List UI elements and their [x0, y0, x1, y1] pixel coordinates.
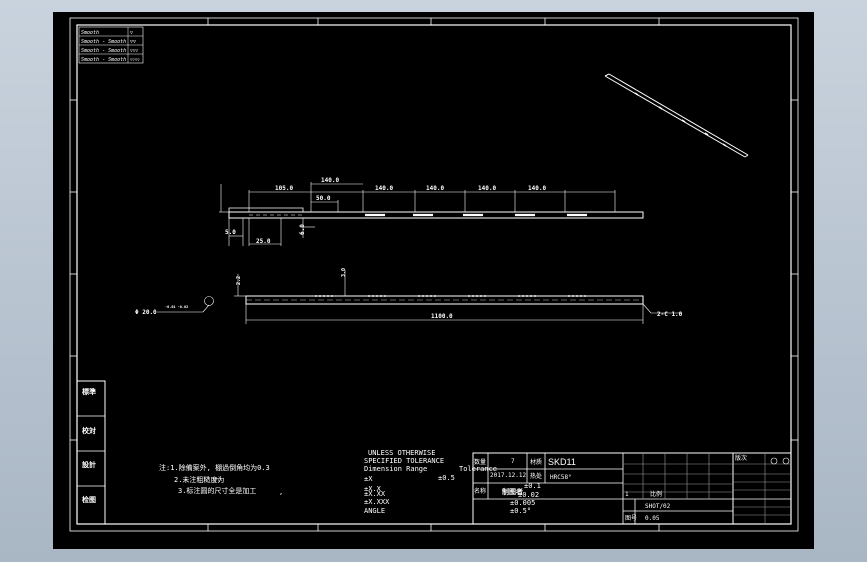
tol-range-5: ANGLE [364, 507, 385, 515]
p2-dim-dia: Φ 20.0 [135, 309, 157, 316]
approval-label-3: 設計 [82, 460, 96, 469]
p1-dim-140c: 140.0 [426, 185, 444, 192]
tb-code: 0.05 [645, 515, 660, 522]
layer-row-2: Smooth - Smooth [81, 39, 126, 45]
tol-range-2: ±X.X [364, 485, 382, 493]
cad-viewport[interactable]: Smooth Smooth - Smooth Smooth - Smooth S… [53, 12, 814, 549]
p2-dim-length: 1100.0 [431, 313, 453, 320]
approval-label-1: 標準 [82, 387, 96, 396]
tb-date: 2017.12.12 [490, 472, 527, 479]
note-3: 3.标注圆的尺寸全是加工 [178, 486, 256, 495]
tol-value-2: ±0.1 [524, 482, 541, 490]
p1-dim-50: 50.0 [316, 195, 331, 202]
layer-mark-2: ▽▽ [130, 39, 136, 45]
frame-ticks [70, 18, 798, 531]
note-1: 注:1.除備案外, 棚過倒角均为0.3 [159, 463, 270, 472]
tol-value-1: ±0.5 [438, 474, 455, 482]
p2-dim-h1: 2.2 [236, 276, 242, 285]
tol-title-1: UNLESS OTHERWISE [368, 449, 435, 457]
p1-dim-5: 5.0 [225, 229, 236, 236]
tb-material: SKD11 [548, 457, 576, 467]
note-tail: , [279, 488, 283, 496]
tb-qty: 7 [511, 458, 515, 465]
note-2-mark: ▽▽ [213, 476, 222, 484]
p2-dim-h2: 3.0 [341, 268, 347, 277]
p2-dim-chamfer: 2-C 1.0 [657, 311, 683, 318]
tol-title-2: SPECIFIED TOLERANCE [364, 457, 444, 465]
tb-code-label: 图号 [625, 515, 637, 522]
tb-process: HRC58° [550, 474, 572, 481]
tol-col-range: Dimension Range [364, 465, 427, 473]
isometric-shaft [604, 73, 749, 158]
approval-block: 標準 校対 設計 检图 [76, 380, 106, 525]
tol-range-4: ±X.XXX [364, 498, 390, 506]
p1-dim-6: 6.0 [299, 224, 306, 235]
tb-revision-label: 版次 [735, 454, 747, 462]
tb-qty-label: 数量 [474, 458, 486, 466]
inner-frame [76, 24, 792, 525]
tb-drawer-label: 制图者 [502, 487, 523, 496]
layer-row-4: Smooth - Smooth [81, 57, 126, 63]
p1-dim-105: 105.0 [275, 185, 293, 192]
tb-scale-label: 比例 [650, 490, 662, 498]
p1-dim-140b: 140.0 [375, 185, 393, 192]
layer-mark-4: ▽▽▽▽ [130, 57, 140, 62]
p1-dim-25: 25.0 [256, 238, 271, 245]
tb-material-label: 材质 [530, 458, 542, 466]
layer-row-3: Smooth - Smooth [81, 48, 126, 54]
p1-dim-140d: 140.0 [478, 185, 496, 192]
tol-range-1: ±X [364, 475, 373, 483]
part2-shaft-view: 1100.0 Φ 20.0 -0.01 -0.02 2-C 1.0 2.2 3.… [135, 268, 683, 324]
tb-name-code: 1 [625, 491, 629, 498]
title-block: 数量 7 材质 SKD11 2017.12.12 热处 HRC58° 名称 制图… [472, 452, 792, 525]
outer-frame [69, 17, 799, 532]
tol-value-4: ±0.005 [510, 499, 535, 507]
p1-dim-140a: 140.0 [321, 177, 339, 184]
cad-drawing: Smooth Smooth - Smooth Smooth - Smooth S… [69, 17, 799, 532]
tb-process-label: 热处 [530, 472, 542, 480]
approval-label-2: 校対 [82, 426, 96, 435]
layer-mark-3: ▽▽▽ [130, 49, 138, 54]
approval-label-4: 检图 [82, 495, 96, 504]
tol-value-5: ±0.5° [510, 507, 531, 515]
part1-bar-view: 140.0 105.0 50.0 140.0 140.0 140.0 140.0… [219, 177, 644, 246]
p2-dim-dia-tol: -0.01 -0.02 [165, 305, 188, 309]
tb-part-code: SHOT/02 [645, 503, 671, 510]
notes: 注:1.除備案外, 棚過倒角均为0.3 2.未注粗糙度为 ▽▽ 3.标注圆的尺寸… [159, 463, 283, 496]
tol-range-3: ±X.XX [364, 490, 386, 498]
layer-table: Smooth Smooth - Smooth Smooth - Smooth S… [78, 26, 144, 64]
layer-mark-1: ▽ [130, 30, 133, 36]
tb-name-label: 名称 [474, 487, 486, 495]
p1-dim-140e: 140.0 [528, 185, 546, 192]
layer-row-1: Smooth [81, 30, 99, 36]
note-2: 2.未注粗糙度为 [174, 475, 224, 484]
tol-value-3: ±0.02 [518, 491, 539, 499]
